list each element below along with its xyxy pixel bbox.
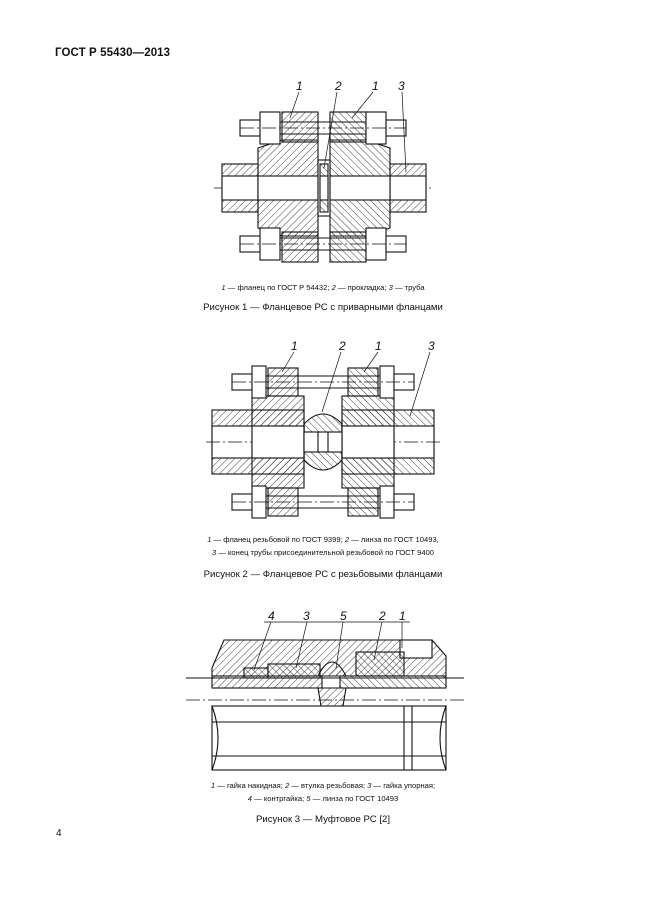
figure-2-labels: 1 2 1 3 — [291, 339, 435, 353]
fig3-label-2: 2 — [378, 609, 386, 623]
figure-1-drawing — [214, 91, 432, 263]
page-number: 4 — [56, 828, 62, 839]
figure-1-caption: Рисунок 1 — Фланцевое РС с приварными фл… — [203, 302, 443, 313]
fig1-label-2: 2 — [334, 79, 342, 93]
figure-3-legend: 1 — гайка накидная; 2 — втулка резьбовая… — [210, 781, 436, 803]
fig2-label-3: 3 — [428, 339, 435, 353]
fig2-label-1a: 1 — [291, 339, 298, 353]
fig1-label-1a: 1 — [296, 79, 303, 93]
fig2-label-2: 2 — [338, 339, 346, 353]
fig1-label-1b: 1 — [372, 79, 379, 93]
fig3-label-1: 1 — [399, 609, 406, 623]
figure-2-drawing — [206, 351, 440, 519]
fig3-label-4: 4 — [268, 609, 275, 623]
document-header: ГОСТ Р 55430—2013 — [55, 47, 171, 59]
figure-2-caption: Рисунок 2 — Фланцевое РС с резьбовыми фл… — [203, 569, 443, 580]
figure-3-drawing — [186, 621, 464, 771]
fig3-label-3: 3 — [303, 609, 310, 623]
fig3-label-5: 5 — [340, 609, 347, 623]
fig2-label-1b: 1 — [375, 339, 382, 353]
figure-3-labels: 4 3 5 2 1 — [268, 609, 406, 623]
figure-1-legend: 1 — фланец по ГОСТ Р 54432; 2 — прокладк… — [221, 283, 425, 292]
figure-2-legend: 1 — фланец резьбовой по ГОСТ 9399; 2 — л… — [207, 535, 439, 557]
figure-3-caption: Рисунок 3 — Муфтовое РС [2] — [255, 814, 391, 825]
fig1-label-3: 3 — [398, 79, 405, 93]
figure-1-labels: 1 2 1 3 — [296, 79, 405, 93]
